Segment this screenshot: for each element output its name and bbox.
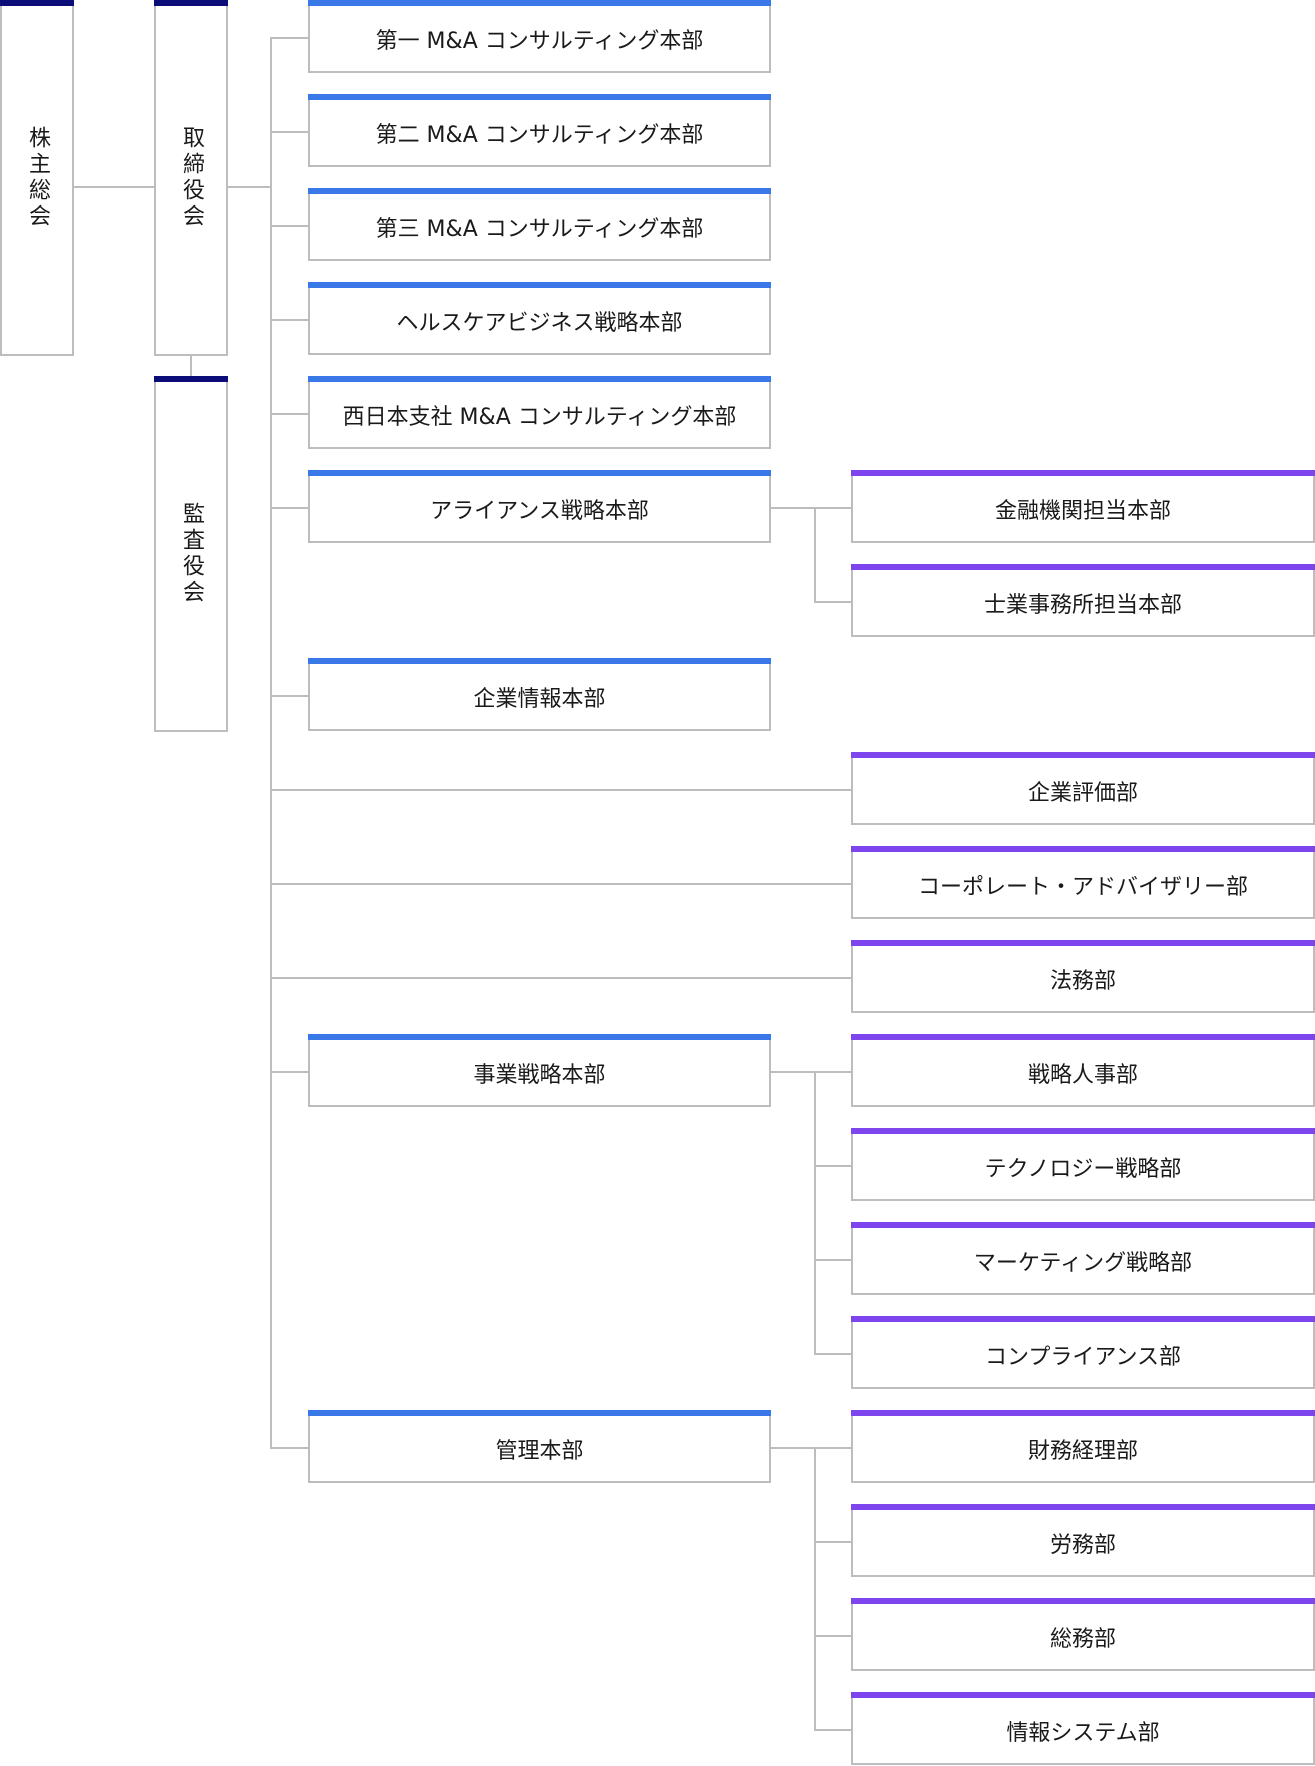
department-box-11-0: 財務経理部: [851, 1410, 1315, 1483]
division-box-1: 第二 M&A コンサルティング本部: [308, 94, 771, 167]
branch-line-5: [270, 507, 308, 509]
department-box-10-3-label: コンプライアンス部: [984, 1344, 1182, 1370]
division-box-4-label: 西日本支社 M&A コンサルティング本部: [342, 404, 737, 430]
branch-line-10: [270, 1071, 308, 1073]
department-box-9-0: 法務部: [851, 940, 1315, 1013]
department-box-11-3: 情報システム部: [851, 1692, 1315, 1765]
branch-line-4: [270, 413, 308, 415]
connector-shareholders-board: [74, 186, 154, 188]
division-box-0-label: 第一 M&A コンサルティング本部: [375, 28, 704, 54]
department-box-9-0-label: 法務部: [1049, 968, 1116, 994]
direct-branch-line-7-0: [270, 789, 851, 791]
sub-branch-line-11-3: [814, 1729, 851, 1731]
department-box-10-0-label: 戦略人事部: [1027, 1062, 1138, 1088]
division-box-10: 事業戦略本部: [308, 1034, 771, 1107]
sub-branch-line-11-1: [814, 1541, 851, 1543]
connector-board-auditors: [190, 356, 192, 376]
branch-line-3: [270, 319, 308, 321]
direct-branch-line-9-0: [270, 977, 851, 979]
main-trunk: [270, 37, 272, 1449]
audit-board-label: 監査役会: [179, 502, 204, 606]
division-box-4: 西日本支社 M&A コンサルティング本部: [308, 376, 771, 449]
division-box-2: 第三 M&A コンサルティング本部: [308, 188, 771, 261]
division-box-6-label: 企業情報本部: [473, 686, 606, 712]
sub-branch-line-10-1: [814, 1165, 851, 1167]
department-box-5-1-label: 士業事務所担当本部: [983, 592, 1182, 618]
department-box-7-0: 企業評価部: [851, 752, 1315, 825]
audit-board-box: 監査役会: [154, 376, 228, 732]
division-box-3-label: ヘルスケアビジネス戦略本部: [396, 310, 683, 336]
department-box-11-2: 総務部: [851, 1598, 1315, 1671]
department-box-10-1-label: テクノロジー戦略部: [984, 1156, 1182, 1182]
department-box-10-2-label: マーケティング戦略部: [973, 1250, 1193, 1276]
division-box-11: 管理本部: [308, 1410, 771, 1483]
division-box-2-label: 第三 M&A コンサルティング本部: [375, 216, 704, 242]
branch-line-11: [270, 1447, 308, 1449]
sub-connector-11: [771, 1447, 814, 1449]
division-box-0: 第一 M&A コンサルティング本部: [308, 0, 771, 73]
department-box-10-2: マーケティング戦略部: [851, 1222, 1315, 1295]
branch-line-0: [270, 37, 308, 39]
sub-branch-line-11-0: [814, 1447, 851, 1449]
department-box-5-1: 士業事務所担当本部: [851, 564, 1315, 637]
branch-line-2: [270, 225, 308, 227]
direct-branch-line-8-0: [270, 883, 851, 885]
department-box-7-0-label: 企業評価部: [1027, 780, 1138, 806]
division-box-3: ヘルスケアビジネス戦略本部: [308, 282, 771, 355]
department-box-11-0-label: 財務経理部: [1027, 1438, 1138, 1464]
branch-line-6: [270, 695, 308, 697]
department-box-10-3: コンプライアンス部: [851, 1316, 1315, 1389]
sub-connector-5: [771, 507, 814, 509]
sub-connector-10: [771, 1071, 814, 1073]
branch-line-1: [270, 131, 308, 133]
division-box-5-label: アライアンス戦略本部: [430, 498, 649, 524]
shareholders-meeting-label: 株主総会: [25, 126, 50, 230]
division-box-11-label: 管理本部: [495, 1438, 584, 1464]
sub-trunk-5: [814, 507, 816, 603]
department-box-8-0: コーポレート・アドバイザリー部: [851, 846, 1315, 919]
department-box-10-0: 戦略人事部: [851, 1034, 1315, 1107]
connector-board-trunk: [228, 186, 272, 188]
sub-branch-line-5-0: [814, 507, 851, 509]
sub-branch-line-10-2: [814, 1259, 851, 1261]
division-box-6: 企業情報本部: [308, 658, 771, 731]
department-box-8-0-label: コーポレート・アドバイザリー部: [917, 874, 1248, 900]
sub-branch-line-11-2: [814, 1635, 851, 1637]
sub-branch-line-10-0: [814, 1071, 851, 1073]
board-of-directors-box: 取締役会: [154, 0, 228, 356]
division-box-5: アライアンス戦略本部: [308, 470, 771, 543]
department-box-10-1: テクノロジー戦略部: [851, 1128, 1315, 1201]
department-box-11-1: 労務部: [851, 1504, 1315, 1577]
sub-trunk-11: [814, 1447, 816, 1731]
department-box-5-0: 金融機関担当本部: [851, 470, 1315, 543]
shareholders-meeting-box: 株主総会: [0, 0, 74, 356]
sub-branch-line-10-3: [814, 1353, 851, 1355]
department-box-11-3-label: 情報システム部: [1006, 1720, 1160, 1746]
sub-trunk-10: [814, 1071, 816, 1355]
division-box-10-label: 事業戦略本部: [473, 1062, 606, 1088]
board-of-directors-label: 取締役会: [179, 126, 204, 230]
department-box-11-2-label: 総務部: [1049, 1626, 1116, 1652]
department-box-5-0-label: 金融機関担当本部: [994, 498, 1171, 524]
sub-branch-line-5-1: [814, 601, 851, 603]
division-box-1-label: 第二 M&A コンサルティング本部: [375, 122, 704, 148]
department-box-11-1-label: 労務部: [1049, 1532, 1116, 1558]
